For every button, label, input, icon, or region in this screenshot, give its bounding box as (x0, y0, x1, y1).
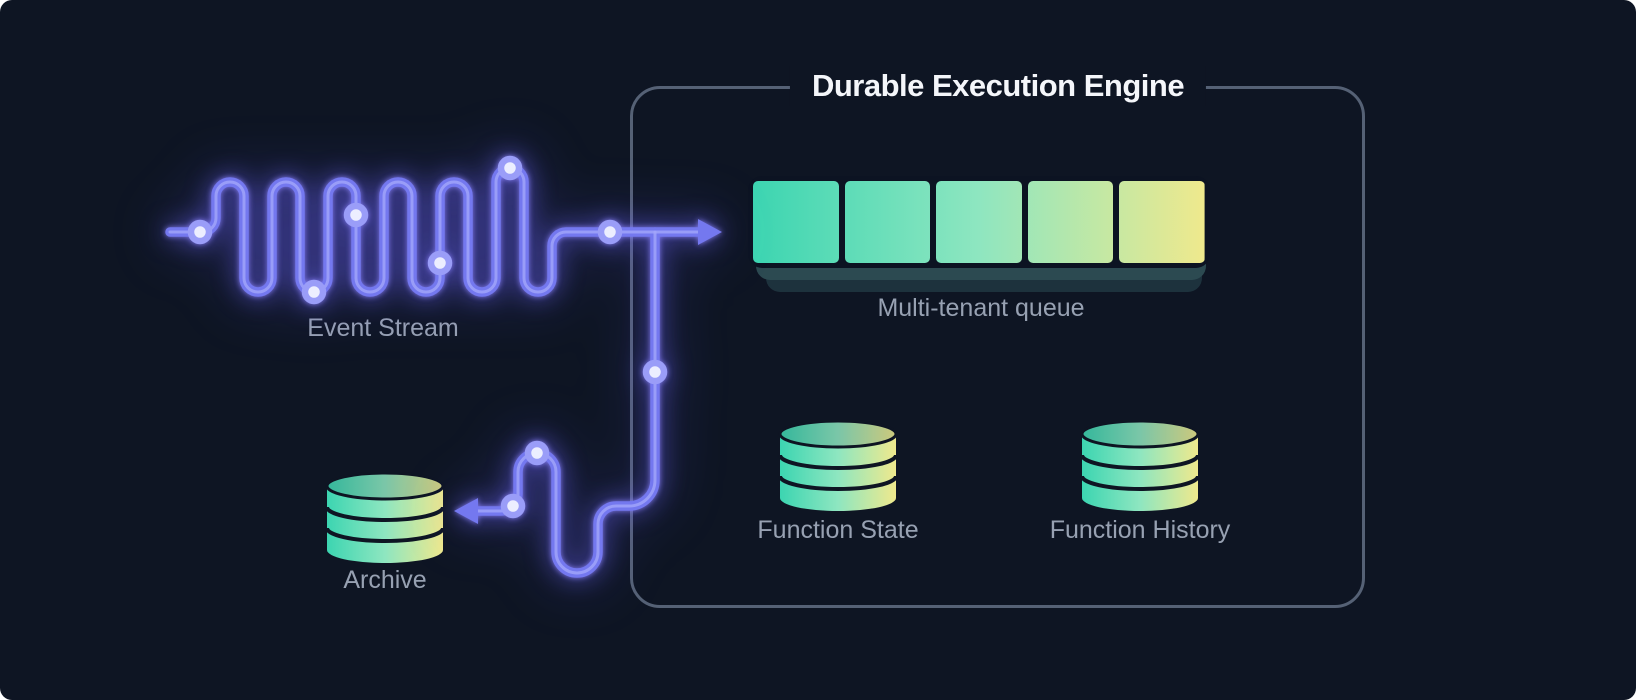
database-icon-function-history (1080, 420, 1200, 511)
function-history-label: Function History (1049, 516, 1231, 544)
event-stream-path (170, 168, 698, 292)
multi-tenant-queue (748, 176, 1210, 268)
stream-node (343, 202, 369, 228)
stream-node (187, 219, 213, 245)
cylinder-ridge (1080, 454, 1200, 470)
cylinder-top (778, 420, 898, 449)
database-icon-function-state (778, 420, 898, 511)
stream-node (497, 155, 523, 181)
stream-node (597, 219, 623, 245)
arrow-left-icon (454, 498, 478, 524)
database-icon-archive (325, 472, 445, 563)
event-stream-path-core (168, 166, 700, 294)
queue-segment (753, 181, 839, 263)
stream-node (500, 493, 526, 519)
stream-node (301, 279, 327, 305)
cylinder-top (325, 472, 445, 501)
engine-box (630, 86, 1365, 608)
cylinder-ridge (778, 454, 898, 470)
cylinder-ridge (1080, 475, 1200, 491)
stream-node (524, 440, 550, 466)
archive-branch-path-core (476, 230, 657, 575)
cylinder-top-shade (327, 473, 443, 499)
queue-segment (1027, 181, 1114, 263)
archive-label: Archive (343, 566, 427, 594)
cylinder-ridge (778, 475, 898, 491)
archive-branch-path (478, 232, 655, 573)
cylinder-top (1080, 420, 1200, 449)
event-stream-label: Event Stream (307, 314, 459, 342)
stream-node (427, 250, 453, 276)
queue-segment (936, 181, 1022, 263)
engine-title: Durable Execution Engine (789, 66, 1207, 106)
cylinder-top-shade (780, 421, 896, 447)
cylinder-top-shade (1082, 421, 1198, 447)
queue-segment (844, 181, 931, 263)
queue-segment (1119, 181, 1205, 263)
cylinder-ridge (325, 506, 445, 522)
queue-label: Multi-tenant queue (877, 294, 1085, 322)
function-state-label: Function State (757, 516, 919, 544)
cylinder-ridge (325, 527, 445, 543)
